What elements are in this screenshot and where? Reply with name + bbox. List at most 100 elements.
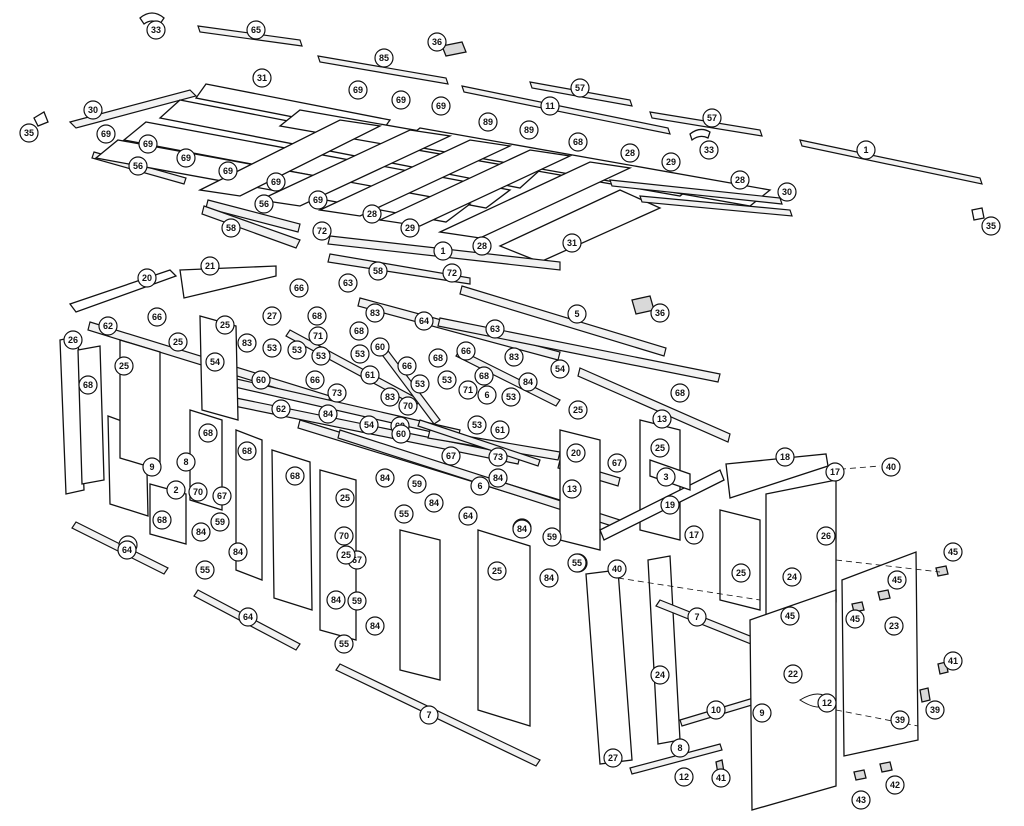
part-callout: 23 bbox=[884, 616, 904, 636]
callout-circle bbox=[407, 474, 427, 494]
part-callout: 30 bbox=[83, 100, 103, 120]
callout-number: 69 bbox=[181, 153, 191, 163]
callout-number: 54 bbox=[210, 357, 220, 367]
part-callout: 58 bbox=[221, 218, 241, 238]
part-callout: 54 bbox=[205, 352, 225, 372]
callout-circle bbox=[271, 399, 291, 419]
callout-circle bbox=[467, 415, 487, 435]
callout-circle bbox=[702, 108, 722, 128]
callout-circle bbox=[289, 278, 309, 298]
callout-number: 59 bbox=[547, 532, 557, 542]
callout-circle bbox=[360, 365, 380, 385]
callout-circle bbox=[419, 705, 439, 725]
callout-circle bbox=[400, 218, 420, 238]
callout-circle bbox=[539, 568, 559, 588]
callout-number: 39 bbox=[930, 705, 940, 715]
purlin-part bbox=[205, 199, 301, 233]
callout-circle bbox=[884, 616, 904, 636]
callout-circle bbox=[519, 120, 539, 140]
callout-circle bbox=[98, 316, 118, 336]
callout-circle bbox=[212, 486, 232, 506]
part-callout: 64 bbox=[238, 607, 258, 627]
part-callout: 69 bbox=[266, 172, 286, 192]
part-callout: 41 bbox=[943, 651, 963, 671]
callout-number: 30 bbox=[782, 187, 792, 197]
roof-edge-rail-part bbox=[639, 195, 793, 217]
roof-panel-part bbox=[498, 189, 662, 263]
callout-number: 62 bbox=[276, 404, 286, 414]
callout-number: 68 bbox=[203, 428, 213, 438]
callout-number: 25 bbox=[573, 405, 583, 415]
callout-circle bbox=[78, 375, 98, 395]
callout-number: 1 bbox=[440, 246, 445, 256]
roof-panel-part bbox=[197, 119, 383, 197]
callout-circle bbox=[478, 112, 498, 132]
callout-number: 84 bbox=[370, 621, 380, 631]
part-callout: 53 bbox=[350, 344, 370, 364]
callout-circle bbox=[490, 420, 510, 440]
callout-circle bbox=[885, 775, 905, 795]
callout-circle bbox=[518, 372, 538, 392]
callout-circle bbox=[660, 495, 680, 515]
callout-circle bbox=[431, 96, 451, 116]
callout-circle bbox=[205, 352, 225, 372]
callout-circle bbox=[266, 172, 286, 192]
callout-number: 1 bbox=[863, 145, 868, 155]
callout-number: 35 bbox=[24, 128, 34, 138]
callout-number: 55 bbox=[399, 509, 409, 519]
part-callout: 84 bbox=[365, 616, 385, 636]
part-callout: 33 bbox=[146, 20, 166, 40]
callout-circle bbox=[881, 457, 901, 477]
part-callout: 56 bbox=[254, 194, 274, 214]
callout-circle bbox=[699, 140, 719, 160]
part-callout: 69 bbox=[348, 80, 368, 100]
part-callout: 58 bbox=[368, 261, 388, 281]
side-panel-part bbox=[477, 529, 531, 727]
callout-number: 6 bbox=[477, 481, 482, 491]
part-callout: 68 bbox=[198, 423, 218, 443]
callout-circle bbox=[542, 527, 562, 547]
part-callout: 69 bbox=[176, 148, 196, 168]
part-callout: 84 bbox=[326, 590, 346, 610]
part-callout: 84 bbox=[375, 468, 395, 488]
callout-number: 28 bbox=[367, 209, 377, 219]
callout-number: 69 bbox=[353, 85, 363, 95]
callout-circle bbox=[349, 321, 369, 341]
callout-circle bbox=[198, 423, 218, 443]
part-callout: 8 bbox=[670, 738, 690, 758]
purlin-part bbox=[201, 205, 301, 249]
part-callout: 62 bbox=[98, 316, 118, 336]
roof-panel-part bbox=[317, 139, 513, 217]
alignment-line bbox=[835, 709, 919, 727]
callout-number: 83 bbox=[509, 352, 519, 362]
part-callout: 12 bbox=[817, 693, 837, 713]
end-wall-panel-part bbox=[77, 345, 105, 485]
part-callout: 55 bbox=[567, 553, 587, 573]
callout-circle bbox=[567, 553, 587, 573]
hinge-part bbox=[935, 565, 949, 577]
callout-number: 45 bbox=[892, 575, 902, 585]
callout-number: 36 bbox=[432, 37, 442, 47]
purlin-part bbox=[327, 253, 471, 285]
part-callout: 18 bbox=[775, 447, 795, 467]
callout-number: 67 bbox=[446, 451, 456, 461]
part-callout: 40 bbox=[881, 457, 901, 477]
part-callout: 42 bbox=[885, 775, 905, 795]
callout-number: 84 bbox=[331, 595, 341, 605]
callout-circle bbox=[570, 78, 590, 98]
callout-circle bbox=[458, 380, 478, 400]
side-panel-part bbox=[399, 529, 441, 681]
callout-number: 54 bbox=[364, 420, 374, 430]
part-callout: 28 bbox=[472, 236, 492, 256]
callout-circle bbox=[607, 559, 627, 579]
part-callout: 36 bbox=[427, 32, 447, 52]
callout-number: 64 bbox=[463, 511, 473, 521]
callout-circle bbox=[138, 134, 158, 154]
callout-number: 28 bbox=[477, 241, 487, 251]
part-callout: 29 bbox=[661, 152, 681, 172]
part-callout: 12 bbox=[674, 767, 694, 787]
callout-number: 27 bbox=[608, 753, 618, 763]
callout-circle bbox=[477, 385, 497, 405]
callout-number: 71 bbox=[463, 385, 473, 395]
